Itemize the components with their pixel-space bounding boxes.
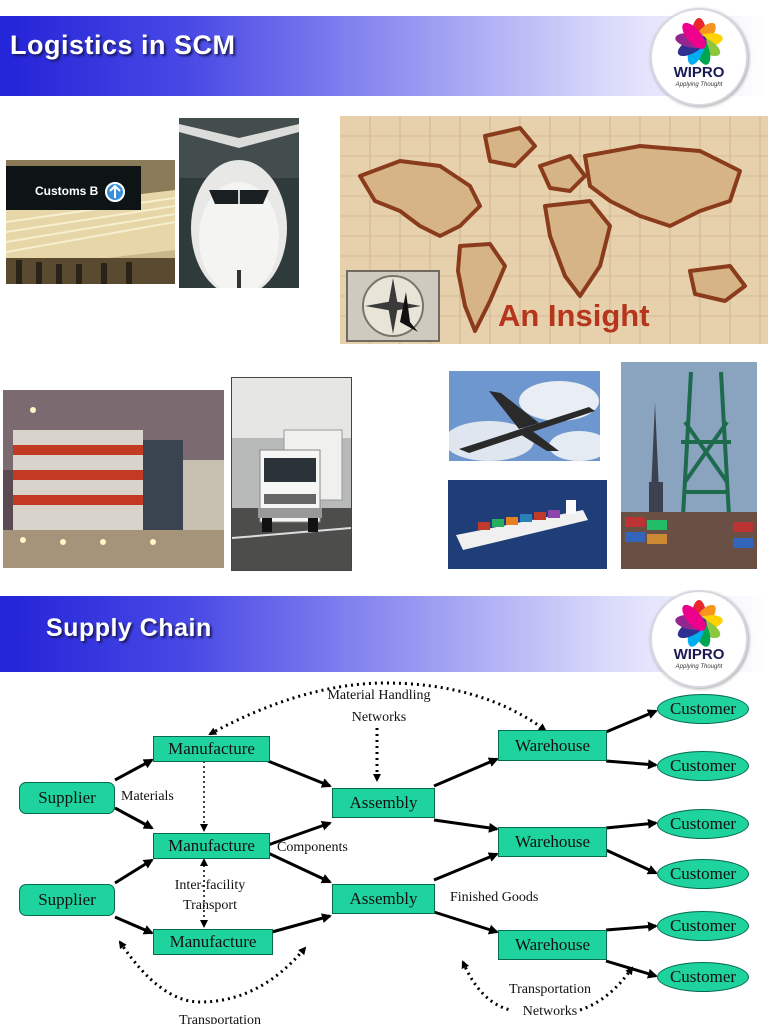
warehouse-building-photo	[3, 390, 224, 568]
compass-icon	[346, 270, 440, 342]
world-map-photo: An Insight	[340, 116, 768, 344]
truck-photo	[231, 377, 352, 571]
label-transportation-networks: Networks	[522, 1004, 578, 1019]
node-manufacture-2: Manufacture	[153, 833, 270, 859]
slide-logistics: Logistics in SCM WIPRO Applying Thought	[0, 8, 768, 571]
label-transportation-left: Transportation	[179, 1013, 261, 1024]
slide-title: Supply Chain	[46, 614, 212, 642]
node-customer-6: Customer	[657, 962, 749, 992]
title-banner: Logistics in SCM	[0, 16, 768, 96]
node-warehouse-2: Warehouse	[498, 827, 607, 857]
node-assembly-2: Assembly	[332, 884, 435, 914]
node-customer-5: Customer	[657, 911, 749, 941]
title-banner: Supply Chain	[0, 596, 768, 672]
slide-supply-chain: Supply Chain WIPRO Applying Thought	[0, 590, 768, 1024]
logo-text: WIPRO	[673, 64, 725, 81]
container-ship-photo	[448, 480, 607, 569]
label-inter-facility: Inter-facility	[174, 878, 246, 893]
node-supplier-2: Supplier	[19, 884, 115, 916]
node-customer-2: Customer	[657, 751, 749, 781]
node-customer-4: Customer	[657, 859, 749, 889]
customs-sign-text: Customs B	[35, 184, 99, 198]
node-customer-3: Customer	[657, 809, 749, 839]
logo-tagline: Applying Thought	[675, 82, 723, 88]
node-manufacture-3: Manufacture	[153, 929, 273, 955]
insight-text: An Insight	[498, 298, 650, 333]
node-warehouse-1: Warehouse	[498, 730, 607, 761]
node-supplier-1: Supplier	[19, 782, 115, 814]
wipro-flower-icon	[675, 18, 723, 65]
node-customer-1: Customer	[657, 694, 749, 724]
flying-airplane-photo	[449, 371, 600, 461]
logo-text: WIPRO	[673, 646, 725, 663]
label-materials: Materials	[121, 789, 174, 804]
logo-tagline: Applying Thought	[675, 664, 723, 670]
label-components: Components	[277, 840, 348, 855]
label-finished-goods: Finished Goods	[450, 890, 539, 905]
label-material-handling-networks: Networks	[351, 710, 407, 725]
slide-title: Logistics in SCM	[10, 30, 236, 60]
wipro-flower-icon	[675, 600, 723, 647]
wipro-logo: WIPRO Applying Thought	[650, 8, 748, 106]
customs-hall-photo: Customs B	[6, 160, 175, 284]
node-warehouse-3: Warehouse	[498, 930, 607, 960]
label-material-handling: Material Handling	[327, 688, 431, 703]
supply-chain-connectors	[114, 681, 658, 1012]
node-assembly-1: Assembly	[332, 788, 435, 818]
wipro-logo: WIPRO Applying Thought	[650, 590, 748, 688]
label-transportation-right: Transportation	[509, 982, 591, 997]
node-manufacture-1: Manufacture	[153, 736, 270, 762]
airplane-front-photo	[179, 118, 299, 288]
port-crane-photo	[621, 362, 757, 569]
label-transport: Transport	[183, 898, 237, 913]
